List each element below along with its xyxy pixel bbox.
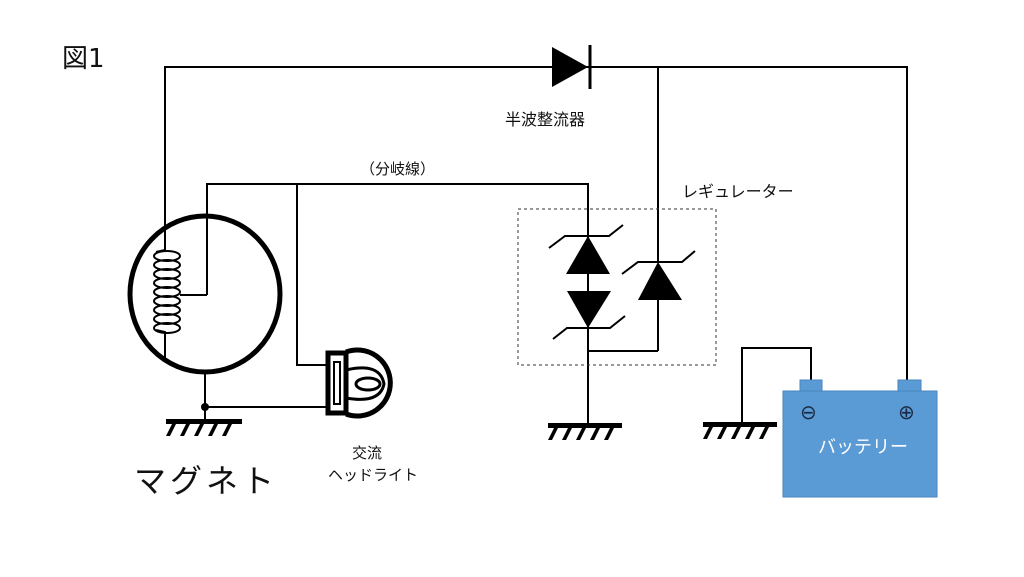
battery-negative-wire <box>741 347 812 424</box>
zener-diode <box>621 250 696 300</box>
battery-label: バッテリー <box>818 437 908 458</box>
magneto-label: マグネト <box>134 462 279 500</box>
battery-positive-icon: ⊕ <box>898 400 915 424</box>
branch-wire-label: （分岐線） <box>360 160 436 178</box>
rectifier-diode <box>552 45 592 89</box>
headlight-wire <box>296 184 328 366</box>
branch-wire <box>206 183 589 425</box>
figure-title: 図1 <box>62 44 105 74</box>
battery <box>782 379 938 498</box>
ground-icon <box>703 422 777 439</box>
top-wire <box>164 66 908 380</box>
headlight-label-2: ヘッドライト <box>328 466 419 484</box>
regulator-label: レギュレーター <box>682 182 794 201</box>
zener-diode <box>548 224 624 274</box>
ground-icon <box>548 423 622 440</box>
headlight-label-1: 交流 <box>352 444 383 462</box>
battery-negative-icon: ⊖ <box>800 400 817 424</box>
zener-diode <box>552 291 626 340</box>
coil <box>153 250 181 334</box>
headlight-bulb <box>325 347 393 419</box>
ground-icon <box>166 419 242 436</box>
magneto <box>127 213 283 411</box>
regulator-box <box>517 208 717 366</box>
rectifier-label: 半波整流器 <box>505 110 586 129</box>
